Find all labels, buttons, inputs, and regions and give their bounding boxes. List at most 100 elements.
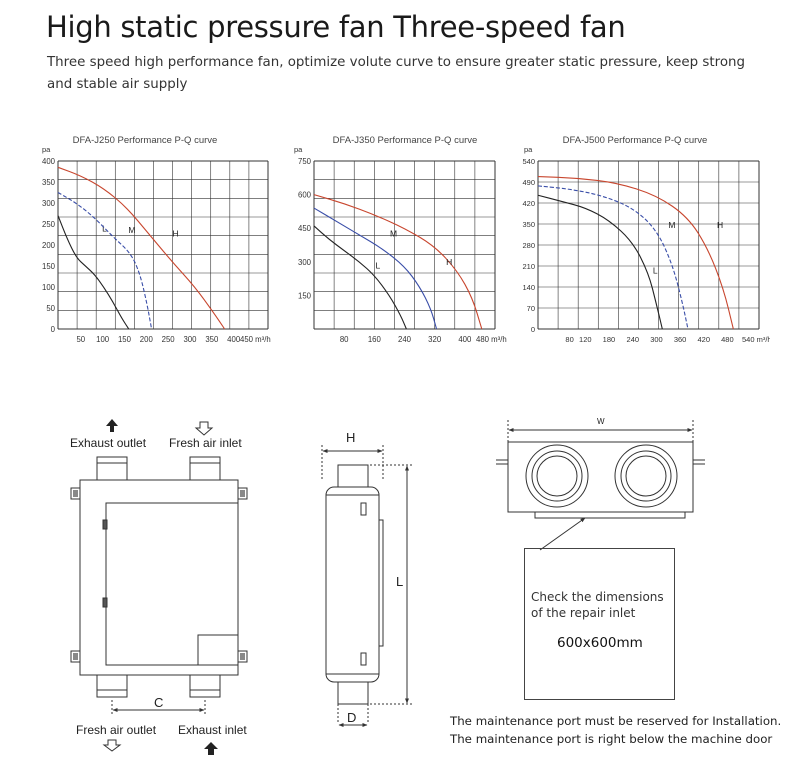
top-pipe-left: [96, 456, 128, 482]
series-line-h: [537, 176, 734, 330]
chart-title: DFA-J350 Performance P-Q curve: [333, 135, 478, 146]
x-tick-label: 300: [183, 335, 197, 344]
y-tick-label: 150: [298, 291, 312, 300]
y-tick-label: 0: [531, 325, 535, 334]
side-view: [321, 445, 412, 727]
x-tick-label: 80: [565, 335, 573, 344]
x-tick-label: 450 m³/h: [240, 335, 271, 344]
repair-inlet-box: Check the dimensions of the repair inlet…: [524, 548, 675, 700]
series-label-h: H: [446, 257, 452, 267]
repair-inlet-text: Check the dimensions of the repair inlet: [531, 590, 664, 620]
series-line-h: [57, 166, 226, 330]
chart-title: DFA-J250 Performance P-Q curve: [73, 135, 218, 146]
exhaust-outlet-label: Exhaust outlet: [70, 436, 147, 450]
y-tick-label: 350: [42, 178, 56, 187]
bottom-pipe-right: [189, 674, 221, 698]
x-tick-label: 360: [674, 335, 687, 344]
unit-body: [79, 479, 239, 676]
x-tick-label: 240: [627, 335, 640, 344]
top-view: [496, 420, 705, 551]
y-tick-label: 450: [298, 224, 312, 233]
x-tick-label: 160: [368, 335, 382, 344]
x-tick-label: 100: [96, 335, 110, 344]
page-title: High static pressure fan Three-speed fan: [46, 10, 626, 44]
x-tick-label: 150: [118, 335, 132, 344]
fresh-air-outlet-label: Fresh air outlet: [76, 723, 157, 737]
arrow-up-solid-icon: [106, 419, 118, 432]
y-tick-label: 400: [42, 157, 56, 166]
page-subtitle: Three speed high performance fan, optimi…: [47, 55, 745, 92]
x-tick-label: 200: [140, 335, 154, 344]
series-label-l: L: [102, 224, 107, 234]
series-label-h: H: [172, 229, 178, 239]
x-tick-label: 480: [721, 335, 734, 344]
x-tick-label: 400: [458, 335, 472, 344]
repair-inlet-size: 600x600mm: [557, 635, 643, 651]
arrow-down-outline-icon: [102, 739, 122, 752]
series-label-m: M: [390, 229, 397, 239]
chart-dfa-j350: DFA-J350 Performance P-Q curve pa 750 600…: [294, 135, 507, 344]
maintenance-note-line1: The maintenance port must be reserved fo…: [450, 714, 782, 728]
fresh-air-inlet-label: Fresh air inlet: [169, 436, 242, 450]
maintenance-door: [105, 502, 239, 666]
y-tick-label: 350: [522, 220, 535, 229]
y-tick-label: 140: [522, 283, 535, 292]
x-tick-label: 400: [227, 335, 241, 344]
y-tick-label: 100: [42, 283, 56, 292]
arrow-down-outline-icon: [194, 421, 214, 436]
y-unit-label: pa: [42, 145, 51, 154]
series-label-l: L: [376, 261, 381, 271]
maintenance-note-line2: The maintenance port is right below the …: [450, 732, 773, 746]
front-view: [70, 419, 248, 755]
x-tick-label: 320: [428, 335, 442, 344]
y-tick-label: 200: [42, 241, 56, 250]
side-body: [325, 486, 380, 683]
y-tick-label: 300: [42, 199, 56, 208]
x-tick-label: 480 m³/h: [476, 335, 507, 344]
dimension-d-label: D: [347, 710, 356, 725]
y-tick-label: 600: [298, 191, 312, 200]
top-pipe-right: [189, 456, 221, 482]
x-tick-label: 300: [650, 335, 663, 344]
bottom-pipe-left: [96, 674, 128, 698]
x-tick-label: 420: [697, 335, 710, 344]
x-tick-label: 180: [603, 335, 616, 344]
x-tick-label: 350: [205, 335, 219, 344]
x-tick-label: 80: [340, 335, 349, 344]
series-label-m: M: [128, 225, 135, 235]
series-line-m: [313, 207, 438, 330]
y-unit-label: pa: [524, 145, 533, 154]
x-tick-label: 240: [398, 335, 412, 344]
y-tick-label: 750: [298, 157, 312, 166]
y-tick-label: 250: [42, 220, 56, 229]
y-tick-label: 540: [522, 157, 535, 166]
duct-collar-right: [614, 444, 678, 508]
dimension-w-label: W: [597, 417, 605, 426]
y-tick-label: 490: [522, 178, 535, 187]
dimension-h-label: H: [346, 430, 355, 445]
arrow-up-solid-icon: [204, 742, 218, 755]
series-line-l: [537, 194, 663, 330]
series-line-m: [57, 192, 153, 330]
series-line-m: [537, 185, 689, 330]
chart-dfa-j250: DFA-J250 Performance P-Q curve pa 400 350…: [42, 135, 271, 344]
y-tick-label: 300: [298, 258, 312, 267]
y-unit-label: pa: [294, 145, 303, 154]
x-tick-label: 540 m³/h: [742, 335, 770, 344]
y-tick-label: 150: [42, 262, 56, 271]
y-tick-label: 420: [522, 199, 535, 208]
y-tick-label: 210: [522, 262, 535, 271]
series-line-l: [313, 225, 407, 330]
repair-inlet-pointer: [539, 517, 586, 551]
exhaust-inlet-label: Exhaust inlet: [178, 723, 247, 737]
series-label-l: L: [653, 266, 658, 276]
dimension-c-label: C: [154, 695, 163, 710]
series-line-h: [313, 194, 483, 330]
maintenance-note: The maintenance port must be reserved fo…: [450, 712, 781, 748]
dimension-l-label: L: [396, 574, 403, 589]
series-label-h: H: [717, 220, 723, 230]
series-line-l: [57, 215, 130, 330]
x-tick-label: 50: [76, 335, 85, 344]
duct-collar-left: [525, 444, 589, 508]
